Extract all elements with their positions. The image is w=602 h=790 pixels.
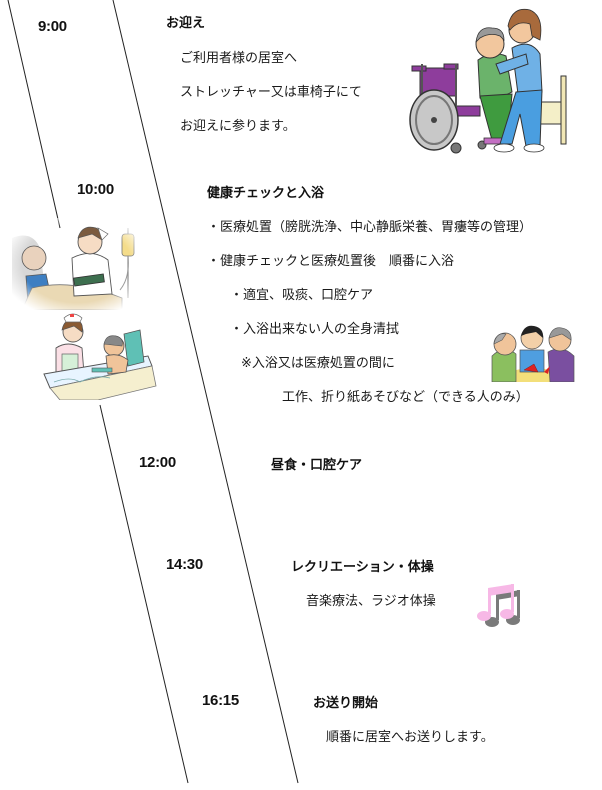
pickup-line-2: ストレッチャー又は車椅子にて (180, 85, 362, 100)
health-line-1: ・医療処置（膀胱洗浄、中心静脈栄養、胃瘻等の管理） (207, 220, 533, 235)
section-title-health-check-bath: 健康チェックと入浴 (207, 186, 325, 201)
health-line-2: ・健康チェックと医療処置後 順番に入浴 (207, 254, 455, 269)
time-label-0900: 9:00 (38, 18, 67, 35)
section-title-lunch-oral-care: 昼食・口腔ケア (271, 458, 363, 473)
health-line-3: ・適宜、吸痰、口腔ケア (230, 288, 374, 303)
recreation-line-1: 音楽療法、ラジオ体操 (306, 594, 436, 609)
time-label-1430: 14:30 (166, 556, 203, 573)
drop-off-line-1: 順番に居室へお送りします。 (326, 730, 494, 745)
origami-craft-illustration (491, 325, 575, 382)
assisted-bath-illustration (43, 313, 157, 400)
nurse-bedside-illustration (12, 218, 142, 310)
health-line-5: ※入浴又は医療処置の間に (241, 356, 395, 371)
music-notes-illustration (477, 584, 520, 627)
health-line-4: ・入浴出来ない人の全身清拭 (230, 322, 400, 337)
health-line-6: 工作、折り紙あそびなど（できる人のみ） (282, 390, 529, 405)
pickup-line-1: ご利用者様の居室へ (180, 51, 298, 66)
section-title-drop-off: お送り開始 (313, 696, 379, 711)
wheelchair-transfer-illustration (409, 8, 567, 154)
time-label-1000: 10:00 (77, 181, 114, 198)
section-title-recreation-exercise: レクリエーション・体操 (291, 560, 434, 575)
section-title-pickup: お迎え (166, 16, 206, 31)
pickup-line-3: お迎えに参ります。 (180, 119, 296, 134)
time-label-1200: 12:00 (139, 454, 176, 471)
time-label-1615: 16:15 (202, 692, 239, 709)
